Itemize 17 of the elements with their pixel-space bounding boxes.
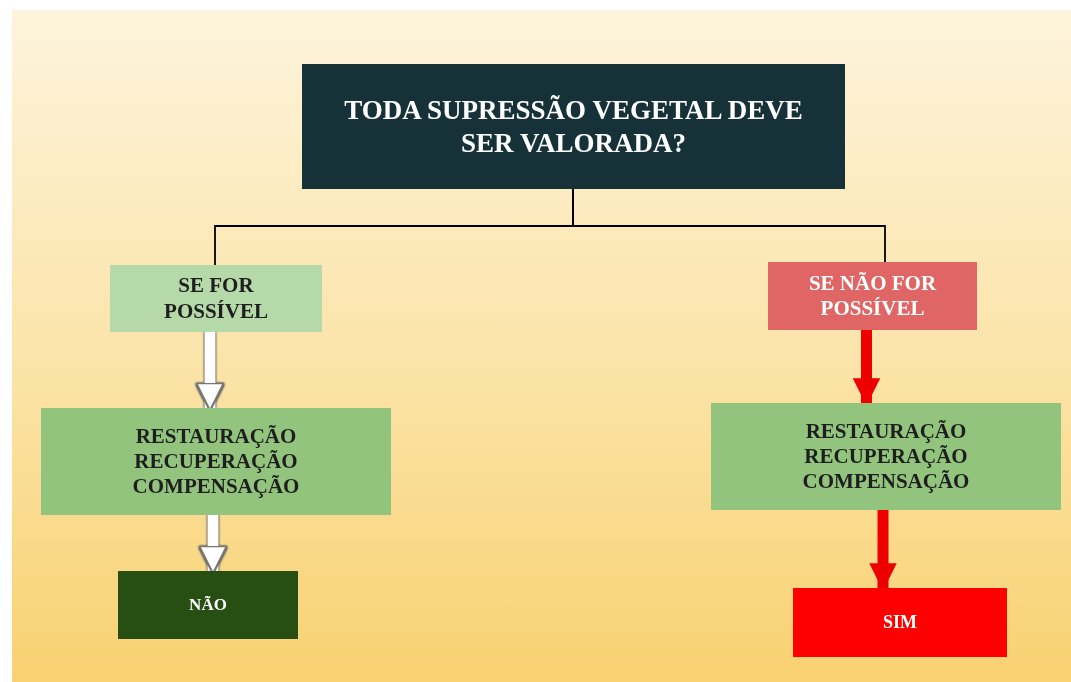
box-label: RESTAURAÇÃO RECUPERAÇÃO COMPENSAÇÃO: [132, 423, 300, 500]
condition-box: [110, 265, 322, 332]
connector-line: [572, 188, 886, 263]
process-box: [41, 408, 391, 515]
box-label: SE NÃO FOR POSSÍVEL: [807, 270, 938, 322]
process-box: [711, 403, 1061, 510]
question-box: [302, 64, 845, 189]
box-label: NÃO: [189, 594, 227, 616]
box-label: TODA SUPRESSÃO VEGETAL DEVE SER VALORADA?: [343, 94, 804, 159]
block-arrow: [869, 510, 897, 591]
condition-box: [768, 262, 977, 330]
block-arrow: [852, 330, 881, 406]
result-box: [793, 588, 1007, 657]
box-label: RESTAURAÇÃO RECUPERAÇÃO COMPENSAÇÃO: [802, 418, 970, 495]
box-label: SIM: [883, 611, 917, 634]
result-box: [118, 571, 298, 639]
box-label: SE FOR POSSÍVEL: [163, 273, 269, 324]
